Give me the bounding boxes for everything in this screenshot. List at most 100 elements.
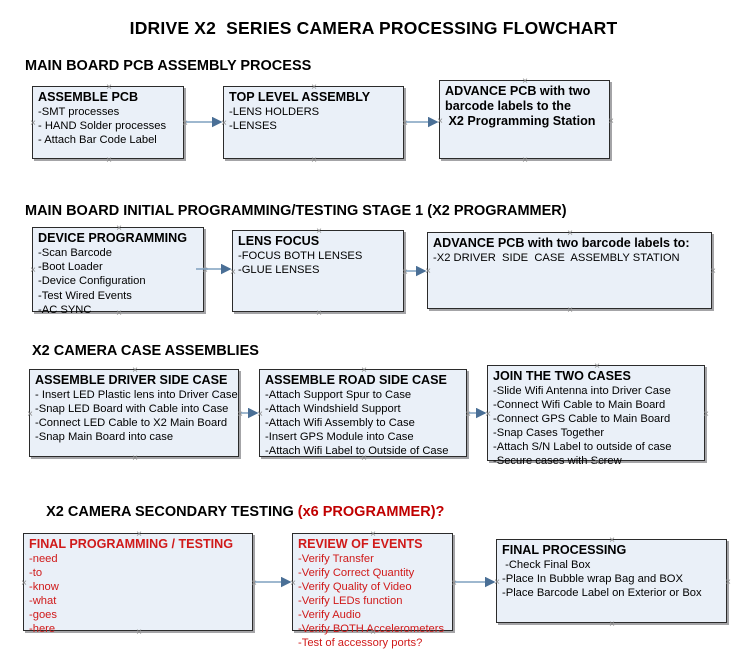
handle-icon[interactable] [401, 119, 410, 128]
handle-icon[interactable] [724, 578, 733, 587]
handle-icon[interactable] [115, 224, 124, 233]
node-line: -Attach S/N Label to outside of case [493, 441, 672, 453]
handle-icon[interactable] [310, 83, 319, 92]
node-line: -Device Configuration [38, 275, 146, 288]
handle-icon[interactable] [135, 530, 144, 539]
handle-icon[interactable] [26, 410, 35, 419]
node-line: -SMT processes [38, 106, 120, 118]
node-line: -Verify Correct Quantity [298, 567, 415, 579]
node-top-level-assembly[interactable]: TOP LEVEL ASSEMBLY -LENS HOLDERS -LENSES [223, 86, 404, 159]
node-title: JOIN THE TWO CASES [493, 369, 631, 383]
node-line: -Check Final Box [502, 559, 591, 571]
handle-icon[interactable] [250, 579, 259, 588]
handle-icon[interactable] [360, 366, 369, 375]
node-line: -Verify Audio [298, 609, 361, 621]
handle-icon[interactable] [593, 362, 602, 371]
handle-icon[interactable] [369, 628, 378, 637]
handle-icon[interactable] [29, 266, 38, 275]
handle-icon[interactable] [256, 410, 265, 419]
node-title: FINAL PROGRAMMING / TESTING [29, 537, 234, 551]
handle-icon[interactable] [607, 117, 616, 126]
node-line: -X2 DRIVER SIDE CASE ASSEMBLY STATION [433, 252, 680, 264]
handle-icon[interactable] [608, 620, 617, 629]
node-line: - Attach Bar Code Label [38, 134, 157, 147]
handle-icon[interactable] [135, 628, 144, 637]
handle-icon[interactable] [702, 410, 711, 419]
handle-icon[interactable] [201, 266, 210, 275]
section-heading-x2-camera-case-assemblies: X2 CAMERA CASE ASSEMBLIES [32, 343, 259, 359]
handle-icon[interactable] [593, 458, 602, 467]
node-title: ASSEMBLE DRIVER SIDE CASE [35, 373, 228, 387]
handle-icon[interactable] [566, 229, 575, 238]
node-advance-pcb-driver-side-case[interactable]: ADVANCE PCB with two barcode labels to: … [427, 232, 712, 309]
handle-icon[interactable] [105, 156, 114, 165]
handle-icon[interactable] [521, 77, 530, 86]
node-line: -Snap Main Board into case [35, 431, 174, 443]
section-heading-accent: (x6 PROGRAMMER)? [297, 504, 445, 520]
section-heading-main-board-pcb-assembly: MAIN BOARD PCB ASSEMBLY PROCESS [25, 58, 312, 74]
node-line: -FOCUS BOTH LENSES [238, 250, 363, 262]
node-line: -AC SYNC [38, 303, 92, 316]
handle-icon[interactable] [315, 309, 324, 318]
handle-icon[interactable] [289, 579, 298, 588]
node-line: -Attach Windshield Support [265, 403, 401, 415]
node-assemble-driver-side-case[interactable]: ASSEMBLE DRIVER SIDE CASE - Insert LED P… [29, 369, 239, 457]
node-line: -LENSES [229, 120, 277, 133]
node-line: -Insert GPS Module into Case [265, 431, 414, 443]
node-line: -LENS HOLDERS [229, 106, 320, 118]
node-line: -need [29, 553, 58, 565]
node-lens-focus[interactable]: LENS FOCUS -FOCUS BOTH LENSES -GLUE LENS… [232, 230, 404, 312]
handle-icon[interactable] [436, 117, 445, 126]
handle-icon[interactable] [29, 119, 38, 128]
handle-icon[interactable] [424, 267, 433, 276]
node-title: ADVANCE PCB with two [445, 84, 591, 98]
handle-icon[interactable] [493, 578, 502, 587]
node-title: LENS FOCUS [238, 234, 320, 248]
handle-icon[interactable] [401, 268, 410, 277]
node-line: -what [29, 595, 57, 607]
node-line: X2 Programming Station [445, 114, 596, 128]
handle-icon[interactable] [360, 454, 369, 463]
handle-icon[interactable] [709, 267, 718, 276]
node-final-processing[interactable]: FINAL PROCESSING -Check Final Box -Place… [496, 539, 727, 623]
handle-icon[interactable] [229, 268, 238, 277]
handle-icon[interactable] [20, 579, 29, 588]
node-line: -Verify Quality of Video [298, 581, 412, 593]
node-join-the-two-cases[interactable]: JOIN THE TWO CASES -Slide Wifi Antenna i… [484, 362, 705, 467]
node-title: TOP LEVEL ASSEMBLY [229, 90, 371, 104]
node-final-programming-testing[interactable]: FINAL PROGRAMMING / TESTING -need -to -k… [20, 530, 253, 635]
handle-icon[interactable] [181, 119, 190, 128]
handle-icon[interactable] [105, 83, 114, 92]
handle-icon[interactable] [315, 227, 324, 236]
handle-icon[interactable] [464, 410, 473, 419]
node-line: -Verify BOTH Accelerometers [298, 623, 445, 635]
handle-icon[interactable] [115, 309, 124, 318]
page-title: IDRIVE X2 SERIES CAMERA PROCESSING FLOWC… [129, 18, 618, 38]
node-title: FINAL PROCESSING [502, 543, 627, 557]
handle-icon[interactable] [450, 579, 459, 588]
handle-icon[interactable] [521, 156, 530, 165]
node-line: -goes [29, 609, 57, 621]
handle-icon[interactable] [566, 306, 575, 315]
node-line: -to [29, 567, 43, 579]
handle-icon[interactable] [220, 119, 229, 128]
handle-icon[interactable] [608, 536, 617, 545]
node-advance-pcb-programming-station[interactable]: ADVANCE PCB with two barcode labels to t… [439, 80, 610, 159]
node-review-of-events[interactable]: REVIEW OF EVENTS -Verify Transfer -Verif… [289, 530, 453, 649]
node-line-overflow: -Test of accessory ports? [298, 637, 423, 649]
node-device-programming[interactable]: DEVICE PROGRAMMING -Scan Barcode -Boot L… [29, 224, 204, 316]
node-line: -Boot Loader [38, 261, 103, 274]
node-line: -Attach Support Spur to Case [265, 389, 412, 401]
node-line: -Scan Barcode [38, 247, 113, 259]
node-line: -GLUE LENSES [238, 264, 320, 277]
handle-icon[interactable] [484, 410, 493, 419]
node-assemble-road-side-case[interactable]: ASSEMBLE ROAD SIDE CASE -Attach Support … [259, 369, 467, 457]
handle-icon[interactable] [310, 156, 319, 165]
handle-icon[interactable] [369, 530, 378, 539]
handle-icon[interactable] [131, 454, 140, 463]
section-heading-main-board-initial-programming: MAIN BOARD INITIAL PROGRAMMING/TESTING S… [25, 203, 567, 219]
handle-icon[interactable] [131, 366, 140, 375]
node-assemble-pcb[interactable]: ASSEMBLE PCB -SMT processes - HAND Solde… [32, 86, 184, 159]
handle-icon[interactable] [236, 410, 245, 419]
